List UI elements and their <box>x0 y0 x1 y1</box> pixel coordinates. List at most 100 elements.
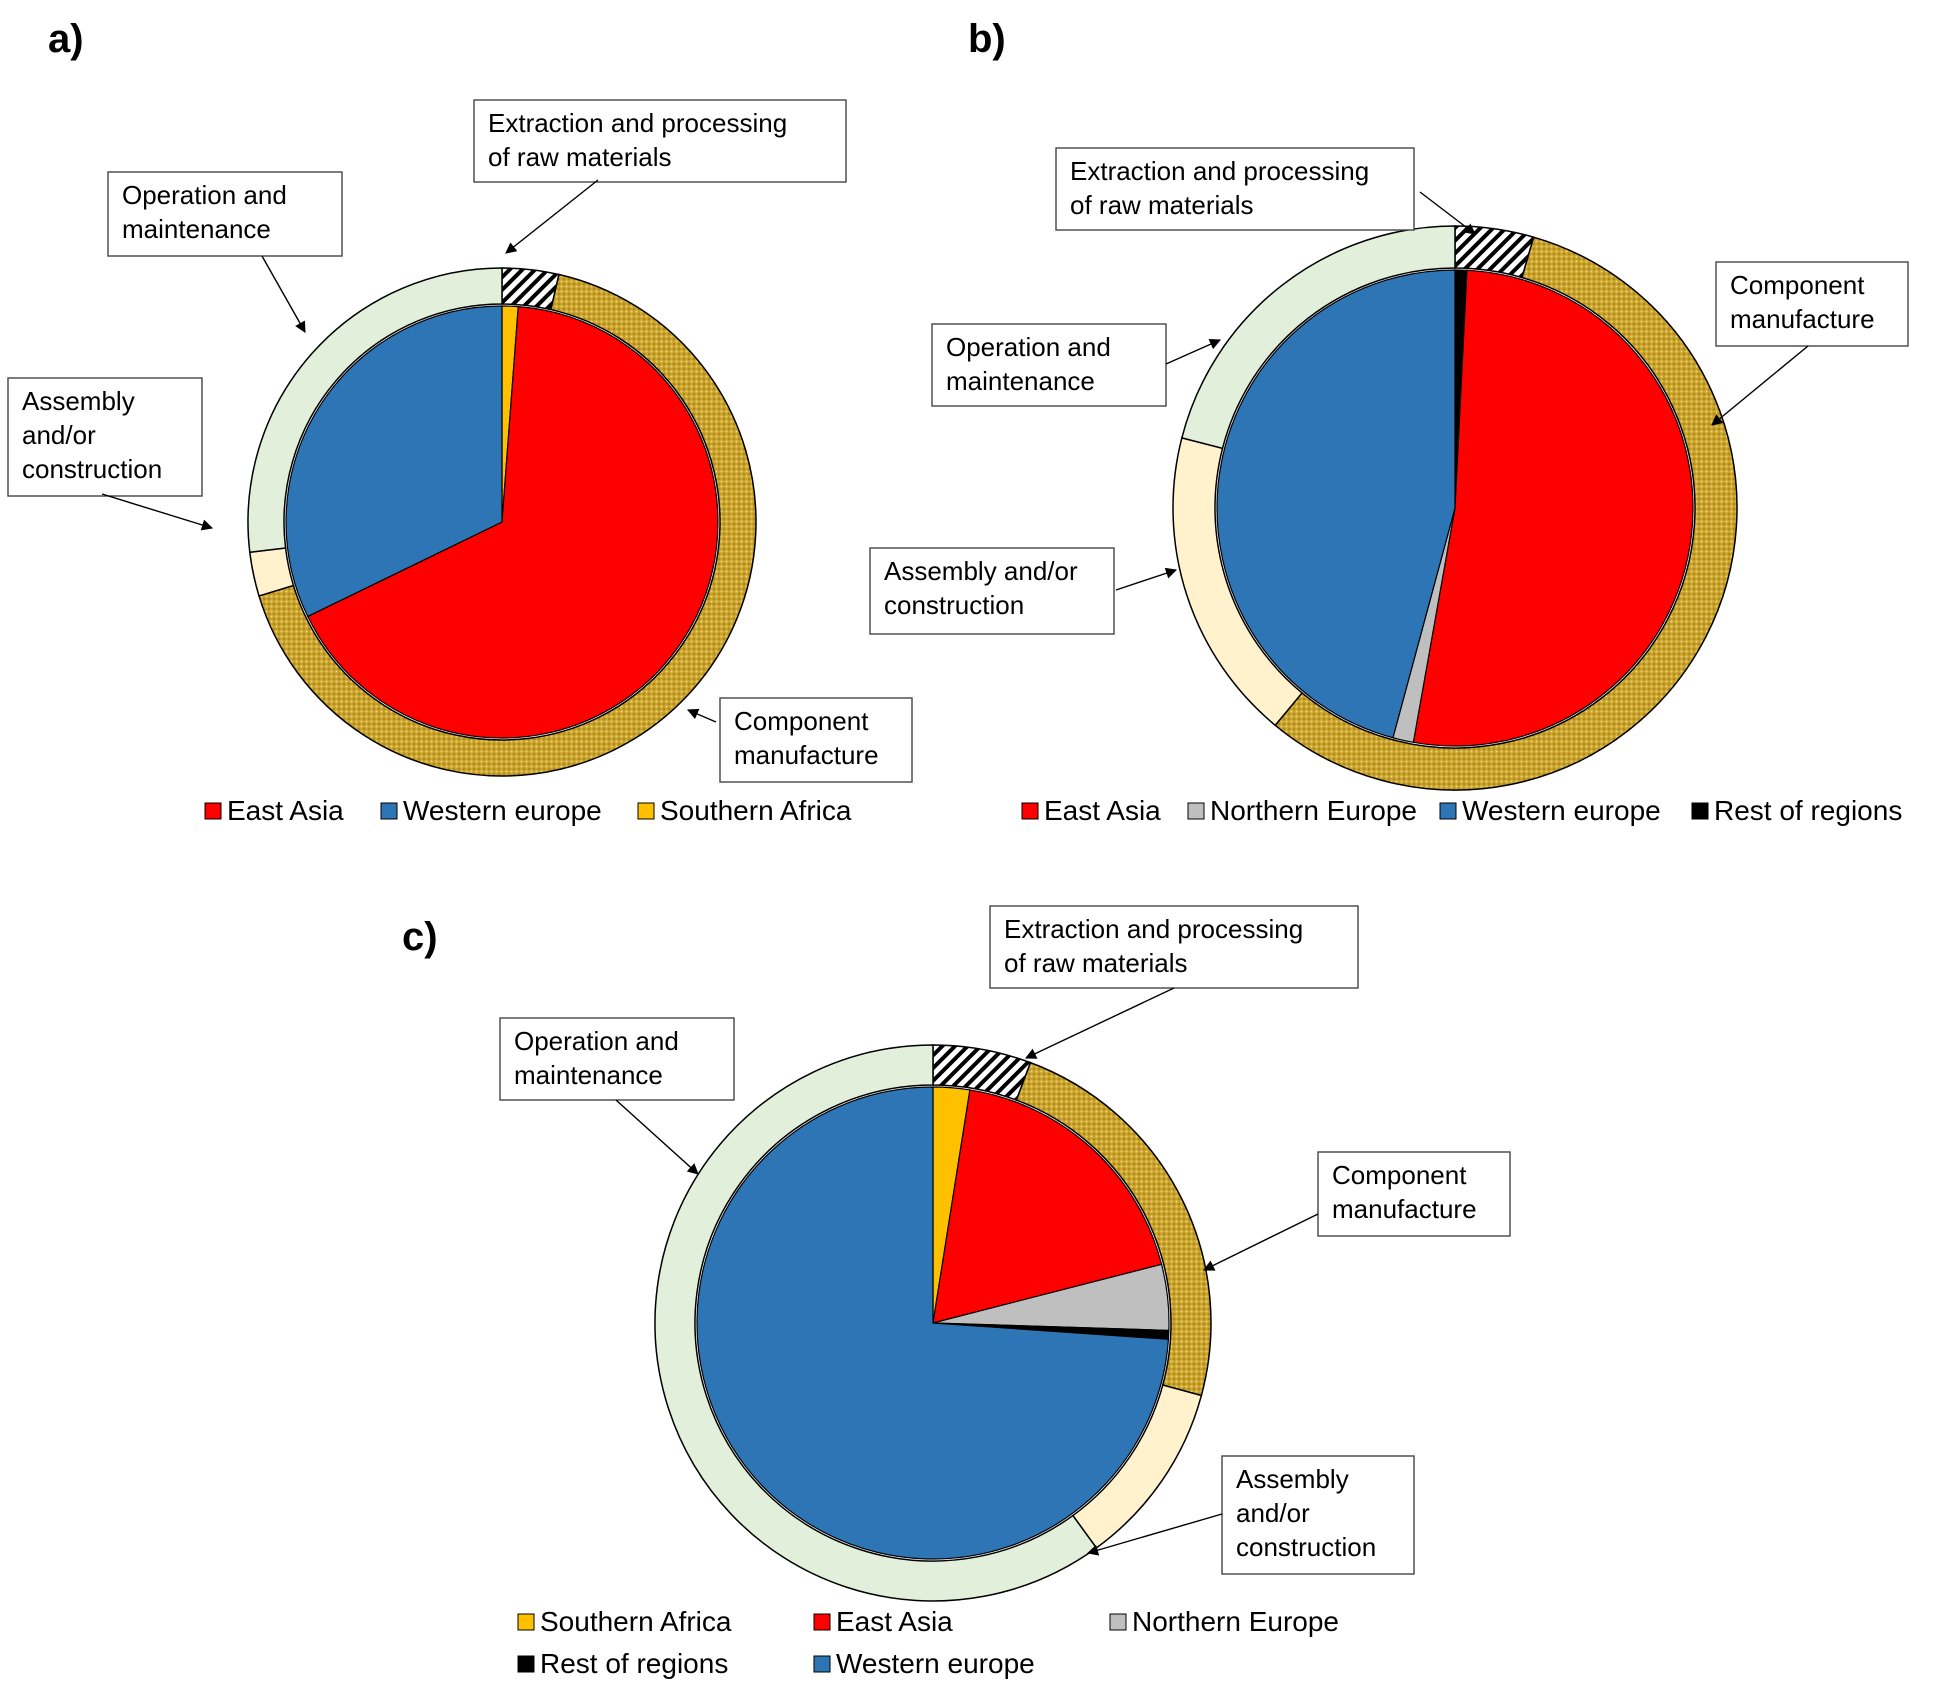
pie-slice-east-asia <box>306 305 719 739</box>
callout-frame <box>869 547 1115 635</box>
callout-text: Operation and <box>122 180 287 210</box>
ring-segment-operation <box>1180 225 1456 450</box>
legend-swatch <box>1187 802 1205 820</box>
ring-segment-operation <box>654 1044 1098 1602</box>
callout-text: Extraction and processing <box>488 108 787 138</box>
callout-box: Operation and maintenance <box>499 1017 735 1101</box>
callout-arrow <box>1711 345 1809 426</box>
callout-frame <box>1317 1151 1511 1237</box>
legend-item: Southern Africa <box>637 795 852 826</box>
callout-frame <box>719 697 913 783</box>
callout-text: and/or <box>1236 1498 1310 1528</box>
panel-b: b) Extraction and processing of raw mater… <box>869 17 1909 826</box>
legend-label: Western europe <box>403 795 602 826</box>
legend-swatch <box>380 802 398 820</box>
legend-item: East Asia <box>813 1606 953 1637</box>
callout-text: maintenance <box>946 366 1095 396</box>
legend-swatch <box>1439 802 1457 820</box>
callout-text: construction <box>1236 1532 1376 1562</box>
callout-frame <box>107 171 343 257</box>
callout-arrow <box>1165 338 1222 365</box>
callout-box: Operation and maintenance <box>107 171 343 257</box>
legend-label: East Asia <box>836 1606 953 1637</box>
callout-text: of raw materials <box>1004 948 1188 978</box>
legend-item: Southern Africa <box>517 1606 732 1637</box>
callout-arrow <box>505 179 599 254</box>
callout-frame <box>1221 1455 1415 1575</box>
pie-slice-western-europe <box>696 1086 1170 1560</box>
callout-arrow <box>1419 191 1476 235</box>
pie-slice-western-europe <box>285 305 503 618</box>
legend-label: Northern Europe <box>1210 795 1417 826</box>
pie-slice-east-asia <box>1412 269 1694 747</box>
callout-frame <box>1055 147 1415 231</box>
callout-frame <box>1715 261 1909 347</box>
legend-swatch <box>813 1613 831 1631</box>
callout-frame <box>931 323 1167 407</box>
callout-arrow <box>686 708 717 723</box>
legend-label: Northern Europe <box>1132 1606 1339 1637</box>
callout-text: of raw materials <box>1070 190 1254 220</box>
callout-box: Extraction and processing of raw material… <box>989 905 1359 989</box>
callout-frame <box>499 1017 735 1101</box>
legend-item: East Asia <box>204 795 344 826</box>
ring-segment-extraction <box>501 267 560 311</box>
panel-label: a) <box>48 17 84 61</box>
pie-slice-east-asia <box>932 1089 1163 1324</box>
callouts-c: Extraction and processing of raw material… <box>499 905 1511 1575</box>
legend-swatch <box>1691 802 1709 820</box>
ring-segment-component <box>258 273 757 777</box>
callout-text: Operation and <box>514 1026 679 1056</box>
panel-label: b) <box>968 17 1006 61</box>
callout-box: Component manufacture <box>719 697 913 783</box>
callout-text: manufacture <box>1332 1194 1477 1224</box>
legend-label: Southern Africa <box>660 795 852 826</box>
callout-box: Operation and maintenance <box>931 323 1167 407</box>
legend-label: Southern Africa <box>540 1606 732 1637</box>
legend-label: East Asia <box>1044 795 1161 826</box>
callout-frame <box>7 377 203 497</box>
callout-text: Assembly <box>22 386 135 416</box>
callout-frame <box>473 99 847 183</box>
callout-text: Component <box>1730 270 1865 300</box>
legend-label: East Asia <box>227 795 344 826</box>
callout-text: construction <box>884 590 1024 620</box>
callout-text: Extraction and processing <box>1070 156 1369 186</box>
callouts-b: Extraction and processing of raw material… <box>869 147 1909 635</box>
callout-arrow <box>101 493 214 531</box>
pie-slice-western-europe <box>1216 269 1456 739</box>
callout-arrow <box>1086 1513 1223 1556</box>
callout-arrow <box>1024 987 1175 1059</box>
legend-item: Western europe <box>1439 795 1661 826</box>
callout-text: maintenance <box>514 1060 663 1090</box>
callout-box: Extraction and processing of raw material… <box>1055 147 1415 231</box>
callout-box: Assembly and/or construction <box>1221 1455 1415 1575</box>
legend-item: Northern Europe <box>1109 1606 1339 1637</box>
callout-text: construction <box>22 454 162 484</box>
callout-text: Assembly <box>1236 1464 1349 1494</box>
callout-text: Component <box>734 706 869 736</box>
panel-label: c) <box>402 915 438 959</box>
callout-text: manufacture <box>734 740 879 770</box>
legend-swatch <box>1021 802 1039 820</box>
pie-chart-c <box>654 1044 1212 1602</box>
legend-label: Western europe <box>1462 795 1661 826</box>
callout-arrow <box>615 1099 699 1175</box>
legend-label: Western europe <box>836 1648 1035 1679</box>
pie-chart-b <box>1172 225 1738 791</box>
callout-text: Extraction and processing <box>1004 914 1303 944</box>
legend-item: East Asia <box>1021 795 1161 826</box>
callout-text: Operation and <box>946 332 1111 362</box>
callout-text: Component <box>1332 1160 1467 1190</box>
panel-c: c) Extraction and processing of raw mater… <box>402 905 1511 1679</box>
callout-text: maintenance <box>122 214 271 244</box>
legend-swatch <box>637 802 655 820</box>
ring-segment-component <box>1274 236 1738 791</box>
